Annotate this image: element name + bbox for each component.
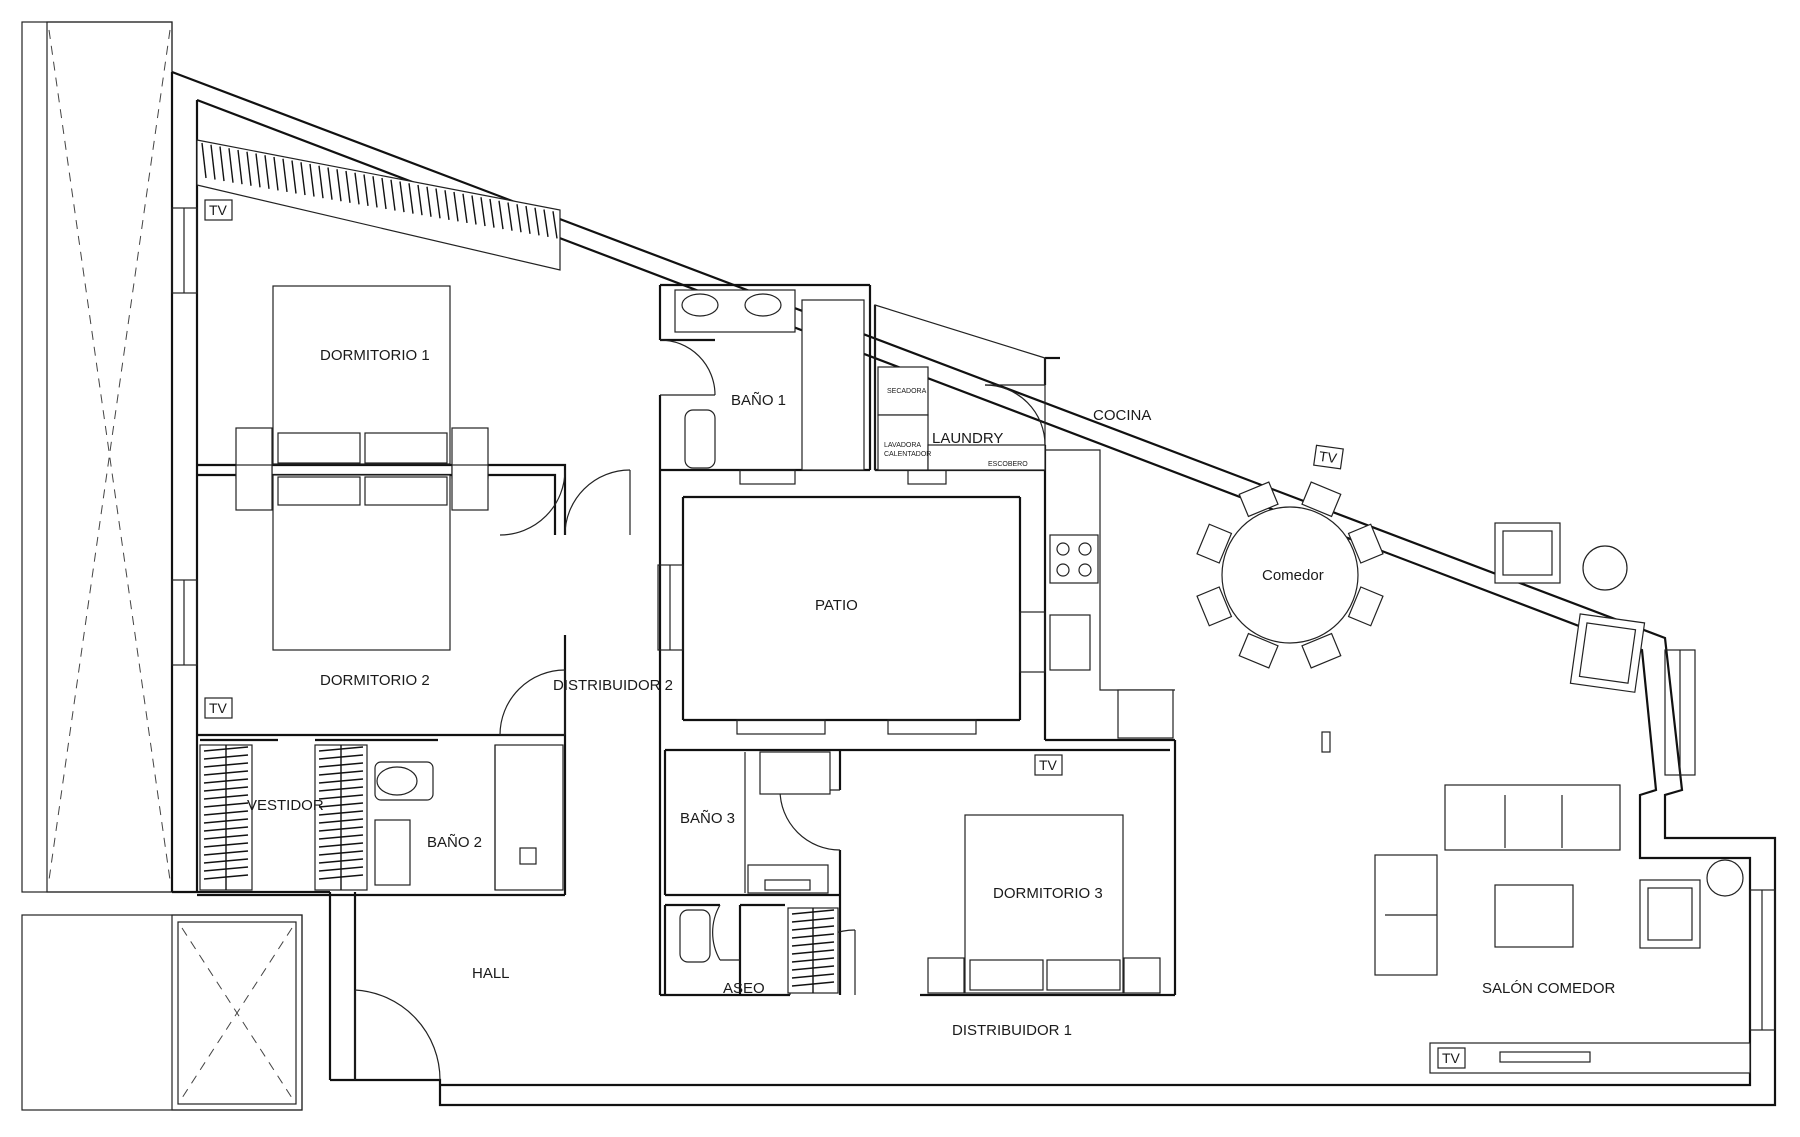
label-escobero: ESCOBERO xyxy=(988,461,1028,468)
label-patio: PATIO xyxy=(815,597,858,614)
label-bano-2: BAÑO 2 xyxy=(427,834,482,851)
label-vestidor: VESTIDOR xyxy=(247,797,324,814)
tv-label: TV xyxy=(209,202,228,218)
label-comedor: Comedor xyxy=(1262,567,1324,584)
label-dormitorio-3: DORMITORIO 3 xyxy=(993,885,1103,902)
label-secadora: SECADORA xyxy=(887,388,927,395)
label-bano-1: BAÑO 1 xyxy=(731,392,786,409)
label-distribuidor-1: DISTRIBUIDOR 1 xyxy=(952,1022,1072,1039)
fixture-labels: SECADORA LAVADORA CALENTADOR ESCOBERO xyxy=(884,388,1028,468)
label-aseo: ASEO xyxy=(723,980,765,997)
room-labels: DORMITORIO 1 DORMITORIO 2 DORMITORIO 3 B… xyxy=(247,347,1616,1039)
bed-dormitorio-3 xyxy=(927,814,1161,994)
bano-1-fixtures xyxy=(674,289,865,471)
tv-label: TV xyxy=(209,700,228,716)
tv-label: TV xyxy=(1318,448,1339,466)
label-dormitorio-2: DORMITORIO 2 xyxy=(320,672,430,689)
label-dormitorio-1: DORMITORIO 1 xyxy=(320,347,430,364)
dining-table xyxy=(1196,481,1384,669)
windows xyxy=(171,207,1776,1031)
label-bano-3: BAÑO 3 xyxy=(680,810,735,827)
bano-2-fixtures xyxy=(374,744,564,891)
shaft-left xyxy=(21,21,173,893)
label-lavadora: LAVADORA xyxy=(884,442,921,449)
bed-dormitorio-1 xyxy=(235,285,489,479)
label-distribuidor-2: DISTRIBUIDOR 2 xyxy=(553,677,673,694)
aseo-fixtures xyxy=(679,907,839,994)
bano-3-fixtures xyxy=(744,751,831,894)
label-calentador: CALENTADOR xyxy=(884,451,931,458)
laundry-fixtures xyxy=(874,304,1046,471)
vestidor-closets xyxy=(199,738,438,891)
wardrobe-dormitorio-1 xyxy=(196,139,561,271)
tv-markers: TV TV TV TV TV xyxy=(204,199,1466,1069)
label-salon-comedor: SALÓN COMEDOR xyxy=(1482,980,1616,997)
label-laundry: LAUNDRY xyxy=(932,430,1003,447)
tv-label: TV xyxy=(1039,757,1058,773)
tv-label: TV xyxy=(1442,1050,1461,1066)
label-cocina: COCINA xyxy=(1093,407,1151,424)
bed-dormitorio-2 xyxy=(235,464,489,651)
kitchen-fixtures xyxy=(1045,449,1175,739)
shaft-bottom xyxy=(21,914,303,1111)
label-hall: HALL xyxy=(472,965,510,982)
living-furniture xyxy=(1321,522,1751,1074)
